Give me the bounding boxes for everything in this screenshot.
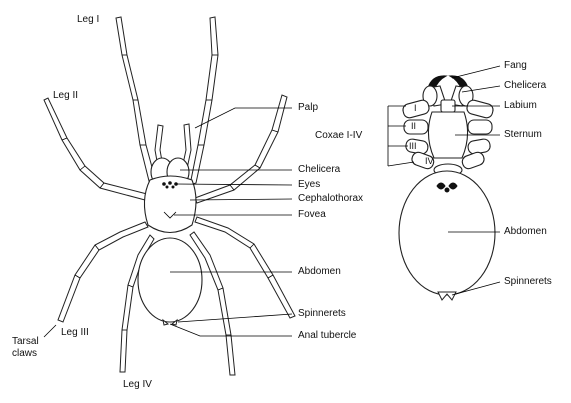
dorsal-spider: [43, 16, 296, 376]
label-leg-2: Leg II: [53, 90, 79, 101]
leg-2-right: [194, 94, 288, 204]
leg-2-left: [43, 97, 148, 201]
label-leg-3: Leg III: [61, 327, 89, 338]
leg-3-right: [194, 216, 296, 319]
label-labium: Labium: [504, 100, 537, 111]
abdomen-ventral: [398, 170, 496, 296]
label-coxa-1: I: [414, 103, 417, 113]
label-chelicera-dorsal: Chelicera: [298, 164, 341, 175]
coxae-left: [402, 99, 435, 170]
ventral-leader-lines: [387, 65, 501, 296]
coxae-right: [461, 99, 494, 170]
label-abdomen-ventral: Abdomen: [504, 226, 547, 237]
dorsal-leader-lines: [43, 107, 293, 338]
label-coxa-4: IV: [425, 156, 434, 166]
label-fovea: Fovea: [298, 209, 326, 220]
label-leg-4: Leg IV: [123, 379, 152, 390]
label-palp: Palp: [298, 102, 319, 113]
label-spinnerets-dorsal: Spinnerets: [298, 308, 346, 319]
label-spinnerets-ventral: Spinnerets: [504, 276, 552, 287]
sternum: [427, 111, 469, 159]
label-coxae: Coxae I-IV: [315, 130, 363, 141]
fovea: [163, 211, 177, 219]
abdomen-dorsal: [137, 237, 203, 323]
leg-1-right: [189, 16, 219, 186]
leg-1-left: [115, 16, 157, 186]
label-leg-1: Leg I: [77, 14, 100, 25]
label-coxa-3: III: [409, 141, 417, 151]
label-cephalothorax: Cephalothorax: [298, 193, 364, 204]
label-chelicera-ventral: Chelicera: [504, 80, 547, 91]
cephalothorax: [143, 175, 197, 234]
label-coxa-2: II: [411, 121, 417, 131]
label-abdomen-dorsal: Abdomen: [298, 266, 341, 277]
leg-4-right: [189, 231, 236, 376]
spinnerets-dorsal: [162, 318, 170, 326]
label-fang: Fang: [504, 60, 527, 71]
label-eyes: Eyes: [298, 179, 321, 190]
label-anal-tubercle: Anal tubercle: [298, 330, 357, 341]
label-tarsal-claws: Tarsal claws: [12, 336, 39, 359]
label-sternum: Sternum: [504, 129, 542, 140]
spinnerets-ventral: [437, 291, 457, 301]
ventral-spider: [398, 75, 496, 301]
leg-3-left: [57, 221, 149, 323]
